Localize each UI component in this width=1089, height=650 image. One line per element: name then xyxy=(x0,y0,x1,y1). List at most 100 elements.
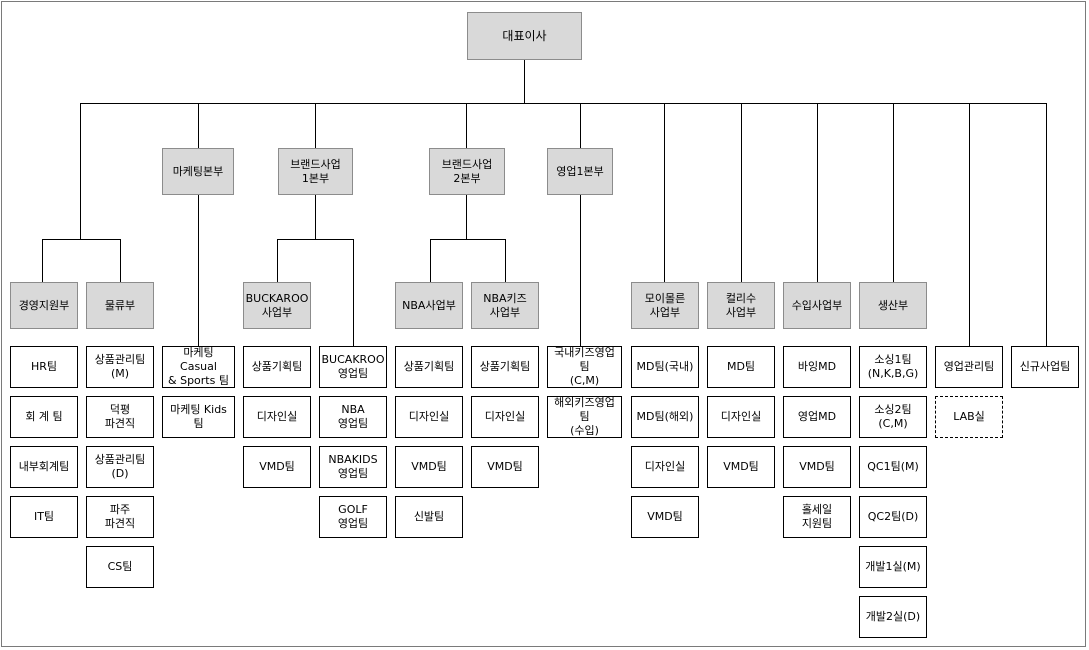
team-label: GOLF 영업팀 xyxy=(337,503,369,530)
team-production-2: QC1팀(M) xyxy=(859,446,927,488)
team-label: VMD팀 xyxy=(411,460,447,473)
dept-mgmt: 경영지원부 xyxy=(10,282,78,329)
team-brand1-sales-0: BUCAKROO 영업팀 xyxy=(319,346,387,388)
division-label: 브랜드사업 2본부 xyxy=(441,157,493,185)
team-mgmt-3: IT팀 xyxy=(10,496,78,538)
division-brand2: 브랜드사업 2본부 xyxy=(429,148,505,195)
team-label: 마케팅 Casual & Sports 팀 xyxy=(168,346,229,387)
team-nba-0: 상품기획팀 xyxy=(395,346,463,388)
team-nbakids-1: 디자인실 xyxy=(471,396,539,438)
team-label: VMD팀 xyxy=(723,460,759,473)
team-mgmt-0: HR팀 xyxy=(10,346,78,388)
division-label: 영업1본부 xyxy=(556,164,604,178)
team-label: 디자인실 xyxy=(484,410,526,423)
team-mgmt-2: 내부회계팀 xyxy=(10,446,78,488)
team-label: 상품기획팀 xyxy=(251,360,303,373)
team-label: 내부회계팀 xyxy=(18,460,70,473)
dept-nba: NBA사업부 xyxy=(395,282,463,329)
division-brand1: 브랜드사업 1본부 xyxy=(278,148,353,195)
team-logistics-4: CS팀 xyxy=(86,546,154,588)
dept-label: NBA키즈 사업부 xyxy=(483,291,527,319)
team-label: VMD팀 xyxy=(647,510,683,523)
team-nba-3: 신발팀 xyxy=(395,496,463,538)
team-label: 바잉MD xyxy=(797,360,837,373)
ceo-box: 대표이사 xyxy=(467,12,582,60)
team-label: 상품기획팀 xyxy=(479,360,531,373)
dept-buckaroo: BUCKAROO 사업부 xyxy=(243,282,311,329)
team-label: LAB실 xyxy=(953,410,985,423)
team-label: MD팀 xyxy=(726,360,756,373)
team-label: 개발2실(D) xyxy=(865,610,921,623)
dept-label: NBA사업부 xyxy=(402,298,456,312)
team-collesu-0: MD팀 xyxy=(707,346,775,388)
team-label: MD팀(해외) xyxy=(636,410,694,423)
dept-label: 생산부 xyxy=(877,298,909,312)
team-label: 영업관리팀 xyxy=(943,360,995,373)
team-collesu-2: VMD팀 xyxy=(707,446,775,488)
team-import-3: 홀세일 지원팀 xyxy=(783,496,851,538)
dept-moimolun: 모이몰른 사업부 xyxy=(631,282,699,329)
team-lab: LAB실 xyxy=(935,396,1003,438)
team-moimolun-2: 디자인실 xyxy=(631,446,699,488)
team-nba-2: VMD팀 xyxy=(395,446,463,488)
team-label: 덕평 파견직 xyxy=(104,403,136,430)
team-newbiz: 신규사업팀 xyxy=(1011,346,1079,388)
team-logistics-3: 파주 파견직 xyxy=(86,496,154,538)
team-label: QC1팀(M) xyxy=(867,460,919,473)
team-label: 마케팅 Kids 팀 xyxy=(170,403,227,430)
team-label: VMD팀 xyxy=(259,460,295,473)
team-label: 상품기획팀 xyxy=(403,360,455,373)
team-moimolun-0: MD팀(국내) xyxy=(631,346,699,388)
team-moimolun-3: VMD팀 xyxy=(631,496,699,538)
team-brand1-sales-3: GOLF 영업팀 xyxy=(319,496,387,538)
team-label: VMD팀 xyxy=(799,460,835,473)
team-brand1-sales-2: NBAKIDS 영업팀 xyxy=(319,446,387,488)
dept-nbakids: NBA키즈 사업부 xyxy=(471,282,539,329)
team-import-0: 바잉MD xyxy=(783,346,851,388)
team-label: 신발팀 xyxy=(413,510,445,523)
dept-import: 수입사업부 xyxy=(783,282,851,329)
team-label: QC2팀(D) xyxy=(867,510,919,523)
team-label: 파주 파견직 xyxy=(104,503,136,530)
team-marketing-0: 마케팅 Casual & Sports 팀 xyxy=(162,346,235,388)
dept-logistics: 물류부 xyxy=(86,282,154,329)
team-import-2: VMD팀 xyxy=(783,446,851,488)
team-label: 회 계 팀 xyxy=(25,410,63,423)
team-label: 해외키즈영업팀 (수입) xyxy=(554,396,615,437)
team-label: 상품관리팀 (M) xyxy=(94,353,146,380)
division-marketing: 마케팅본부 xyxy=(162,148,234,195)
team-label: CS팀 xyxy=(107,560,133,573)
ceo-label: 대표이사 xyxy=(502,29,547,43)
dept-collesu: 컬리수 사업부 xyxy=(707,282,775,329)
team-production-5: 개발2실(D) xyxy=(859,596,927,638)
team-sales1-0: 국내키즈영업팀 (C,M) xyxy=(547,346,622,388)
team-logistics-0: 상품관리팀 (M) xyxy=(86,346,154,388)
dept-label: 수입사업부 xyxy=(791,298,843,312)
team-brand1-sales-1: NBA 영업팀 xyxy=(319,396,387,438)
team-production-0: 소싱1팀 (N,K,B,G) xyxy=(859,346,927,388)
team-label: HR팀 xyxy=(30,360,58,373)
dept-label: 모이몰른 사업부 xyxy=(644,291,686,319)
team-production-4: 개발1실(M) xyxy=(859,546,927,588)
team-label: BUCAKROO 영업팀 xyxy=(321,353,385,380)
team-import-1: 영업MD xyxy=(783,396,851,438)
team-production-3: QC2팀(D) xyxy=(859,496,927,538)
team-label: NBAKIDS 영업팀 xyxy=(328,453,378,480)
team-label: 영업MD xyxy=(797,410,837,423)
dept-production: 생산부 xyxy=(859,282,927,329)
team-buckaroo-2: VMD팀 xyxy=(243,446,311,488)
team-label: 소싱1팀 (N,K,B,G) xyxy=(867,353,919,380)
team-label: 홀세일 지원팀 xyxy=(801,503,833,530)
dept-label: 컬리수 사업부 xyxy=(725,291,757,319)
team-sales1-1: 해외키즈영업팀 (수입) xyxy=(547,396,622,438)
division-label: 마케팅본부 xyxy=(172,164,224,178)
team-label: 상품관리팀 (D) xyxy=(94,453,146,480)
team-label: 디자인실 xyxy=(720,410,762,423)
team-label: 신규사업팀 xyxy=(1019,360,1071,373)
team-moimolun-1: MD팀(해외) xyxy=(631,396,699,438)
team-logistics-1: 덕평 파견직 xyxy=(86,396,154,438)
division-label: 브랜드사업 1본부 xyxy=(290,157,341,185)
team-label: 소싱2팀 (C,M) xyxy=(874,403,912,430)
